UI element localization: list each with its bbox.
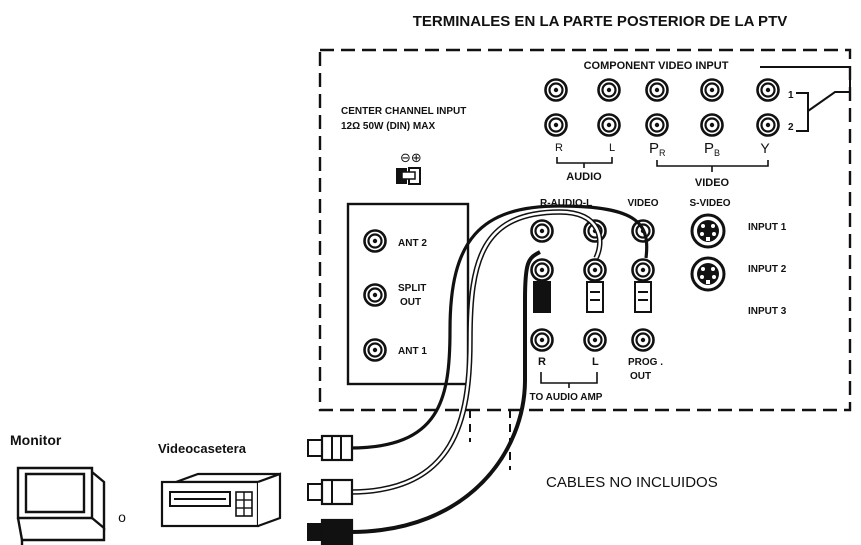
audio-l-jack-1 bbox=[597, 78, 621, 102]
plug-top bbox=[307, 434, 354, 462]
to-audio-amp-label: TO AUDIO AMP bbox=[530, 392, 603, 403]
plug-bottom bbox=[307, 518, 354, 545]
input1-audio-r-jack bbox=[530, 219, 554, 243]
ptv-back-panel bbox=[318, 48, 852, 412]
audio-r-jack-1 bbox=[544, 78, 568, 102]
input2-video-jack bbox=[631, 258, 655, 282]
center-channel-spec: 12Ω 50W (DIN) MAX bbox=[341, 121, 435, 132]
audio-l-label: L bbox=[609, 142, 615, 154]
monitor-label: Monitor bbox=[10, 432, 62, 448]
to-amp-r-jack bbox=[530, 328, 554, 352]
ant1-label: ANT 1 bbox=[398, 346, 427, 357]
video-group-label: VIDEO bbox=[695, 177, 730, 189]
r-audio-l-header: R-AUDIO-L bbox=[540, 198, 592, 209]
polarity-symbols: ⊖⊕ bbox=[400, 150, 422, 165]
out-label: OUT bbox=[400, 297, 421, 308]
y-label: Y bbox=[760, 140, 770, 156]
row-bracket-lead bbox=[807, 91, 850, 112]
monitor-icon bbox=[16, 466, 106, 545]
ant2-jack bbox=[363, 229, 387, 253]
to-amp-bracket bbox=[540, 372, 598, 384]
prog-label: PROG . bbox=[628, 357, 663, 368]
input1-label: INPUT 1 bbox=[748, 222, 787, 233]
row-bracket bbox=[796, 92, 809, 132]
audio-r-label: R bbox=[555, 142, 563, 154]
pr-jack-1 bbox=[645, 78, 669, 102]
to-amp-l-jack bbox=[583, 328, 607, 352]
video-cable bbox=[349, 204, 649, 450]
video-bracket bbox=[656, 160, 769, 167]
center-channel-label: CENTER CHANNEL INPUT bbox=[341, 106, 466, 117]
audio-r-jack-2 bbox=[544, 113, 568, 137]
component-jack-row-1 bbox=[544, 78, 780, 102]
speaker-terminal bbox=[396, 167, 421, 185]
pr-label: PR bbox=[649, 140, 666, 158]
y-jack-2 bbox=[756, 113, 780, 137]
pb-jack-1 bbox=[700, 78, 724, 102]
input2-audio-r-jack bbox=[530, 258, 554, 282]
svideo-jack-2 bbox=[690, 256, 726, 292]
out-l-label: L bbox=[592, 356, 599, 368]
vcr-label: Videocasetera bbox=[158, 441, 247, 456]
component-video-label: COMPONENT VIDEO INPUT bbox=[584, 60, 729, 72]
pb-jack-2 bbox=[700, 113, 724, 137]
split-out-jack bbox=[363, 283, 387, 307]
audio-group-label: AUDIO bbox=[566, 171, 602, 183]
split-label: SPLIT bbox=[398, 283, 426, 294]
input2-label: INPUT 2 bbox=[748, 264, 787, 275]
audio-l-cable-inner bbox=[349, 210, 602, 494]
diagram-title: TERMINALES EN LA PARTE POSTERIOR DE LA P… bbox=[413, 13, 787, 30]
pr-jack-2 bbox=[645, 113, 669, 137]
audio-r-cable bbox=[310, 250, 541, 534]
component-jack-row-2 bbox=[544, 113, 780, 137]
video-header: VIDEO bbox=[627, 198, 658, 209]
or-symbol: o bbox=[118, 509, 126, 525]
input3-label: INPUT 3 bbox=[748, 306, 787, 317]
row-1-label: 1 bbox=[788, 90, 794, 101]
row-2-label: 2 bbox=[788, 122, 794, 133]
input2-audio-l-jack bbox=[583, 258, 607, 282]
input2-plugs bbox=[533, 281, 652, 313]
plug-middle bbox=[307, 478, 354, 506]
prog-out-jack bbox=[631, 328, 655, 352]
ant2-label: ANT 2 bbox=[398, 238, 427, 249]
vcr-icon bbox=[160, 472, 282, 528]
audio-bracket bbox=[556, 157, 613, 164]
component-label-lead bbox=[760, 66, 851, 92]
pb-label: PB bbox=[704, 140, 720, 158]
svideo-header: S-VIDEO bbox=[689, 198, 730, 209]
prog-out-label: OUT bbox=[630, 371, 651, 382]
cables-not-included-note: CABLES NO INCLUIDOS bbox=[546, 474, 718, 491]
out-r-label: R bbox=[538, 356, 546, 368]
y-jack-1 bbox=[756, 78, 780, 102]
svideo-jack-1 bbox=[690, 213, 726, 249]
audio-l-jack-2 bbox=[597, 113, 621, 137]
ant1-jack bbox=[363, 338, 387, 362]
cables bbox=[310, 204, 649, 534]
